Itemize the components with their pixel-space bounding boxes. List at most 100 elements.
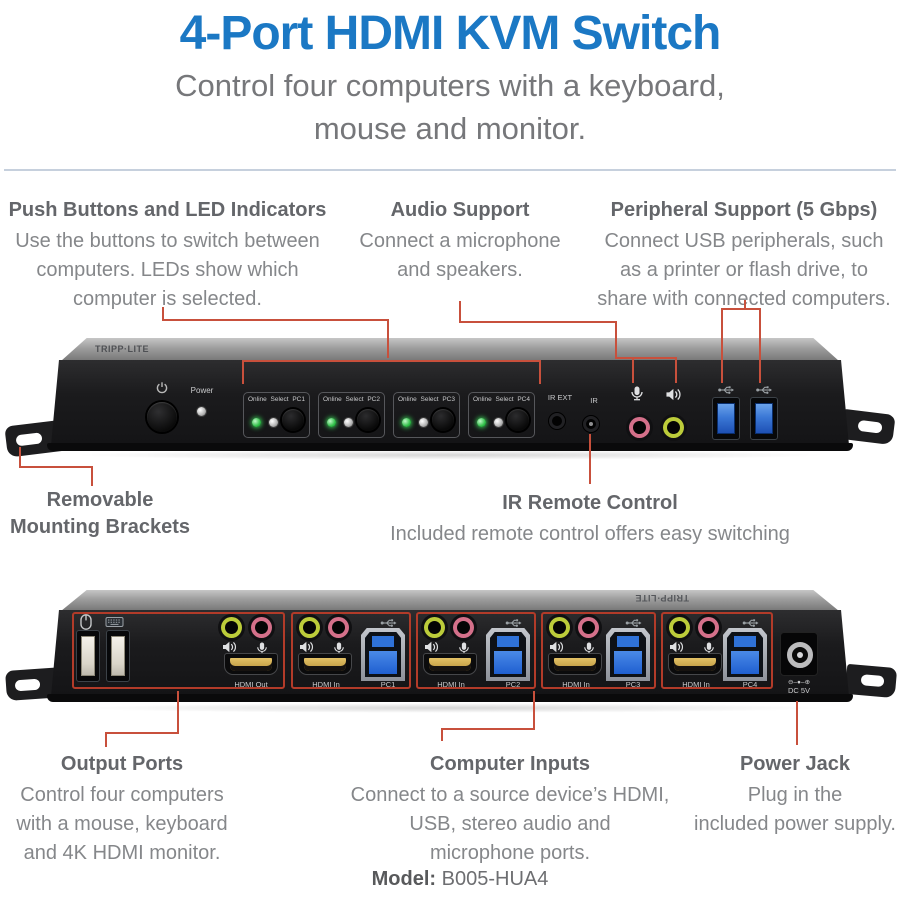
hdmi-in-port [298,653,352,675]
pc1-input-group: HDMI In PC1 [291,612,411,689]
pc2-label: PC2 [367,396,380,403]
hdmi-in-port [423,653,477,675]
subtitle-line-1: Control four computers with a keyboard, [175,68,725,103]
callout-heading: Removable [46,489,154,511]
usb-icon [717,385,735,395]
pc4-port-label: PC4 [742,680,758,689]
mic-icon [631,386,643,401]
callout-heading: Audio Support [390,199,530,221]
callout-text: Plug in the [747,784,843,806]
callout-text: Included remote control offers easy swit… [390,523,790,545]
pc4-input-group: HDMI In PC4 [661,612,773,689]
pc3-input-group: HDMI In PC3 [541,612,656,689]
callout-peripheral-support: Peripheral Support (5 Gbps) Connect USB … [586,196,900,314]
hdmi-out-label: HDMI Out [234,680,268,689]
microphone-jack [702,621,715,634]
hdmi-in-port [548,653,602,675]
speaker-icon [299,641,314,653]
front-device-shadow [70,450,830,460]
usb-icon [625,618,642,628]
brand-logo: TRIPP·LITE [95,344,149,354]
power-button [147,402,177,432]
microphone-out-jack [255,621,268,634]
callout-text: Connect a microphone [359,230,561,252]
pc3-select-button [432,409,454,431]
hdmi-in-label: HDMI In [312,680,340,689]
speaker-icon [549,641,564,653]
callout-heading: Push Buttons and LED Indicators [8,199,327,221]
callout-mounting-brackets: Removable Mounting Brackets [5,487,195,541]
hdmi-in-port [668,653,722,675]
pc1-port-label: PC1 [380,680,396,689]
page-subtitle: Control four computers with a keyboard, … [0,64,900,150]
callout-text: computers. LEDs show which [36,259,299,281]
pc3-label: PC3 [442,396,455,403]
usb-icon [505,618,522,628]
dc-polarity-symbol: ⊖–●–⊕ [787,679,811,686]
callout-heading: Power Jack [739,753,851,775]
device-top-face [61,590,839,611]
callout-text: and speakers. [397,259,523,281]
select-led [344,418,353,427]
online-label: Online [473,396,492,403]
dc-power-jack [780,632,818,676]
callout-text: and 4K HDMI monitor. [23,842,221,864]
speaker-jack [303,621,316,634]
speaker-icon [669,641,684,653]
callout-heading: Mounting Brackets [9,516,191,538]
power-led [197,407,206,416]
online-led [327,418,336,427]
usb-b-port [361,628,405,681]
usb-peripheral-port-1 [712,397,740,440]
header-divider [4,169,896,171]
usb-b-port [486,628,530,681]
callout-text: with a mouse, keyboard [16,813,228,835]
ir-label: IR [590,396,598,405]
callout-output-ports: Output Ports Control four computers with… [8,750,236,868]
pc2-port-label: PC2 [505,680,521,689]
select-label: Select [345,396,364,403]
speaker-icon [665,388,681,401]
select-label: Select [495,396,514,403]
device-bottom-edge [47,694,853,702]
callout-text: as a printer or flash drive, to [620,259,868,281]
pc3-port-label: PC3 [625,680,641,689]
keyboard-icon [105,617,124,627]
speaker-jack [673,621,686,634]
power-label: Power [190,386,214,395]
callout-text: Connect USB peripherals, such [604,230,884,252]
usb-icon [380,618,397,628]
page-title: 4-Port HDMI KVM Switch [179,7,722,60]
dc-voltage-label: DC 5V [787,686,811,695]
hdmi-out-port [224,653,278,675]
callout-ir-remote: IR Remote Control Included remote contro… [360,489,820,549]
select-led [494,418,503,427]
pc2-input-group: HDMI In PC2 [416,612,536,689]
online-label: Online [248,396,267,403]
mouse-icon [80,614,92,630]
pc4-label: PC4 [517,396,530,403]
callout-power-jack: Power Jack Plug in the included power su… [670,750,900,839]
model-label: Model: [371,868,437,890]
device-bottom-edge [47,443,853,451]
output-ports-highlight-box: HDMI Out [72,612,285,689]
usb-peripheral-port-2 [750,397,778,440]
callout-heading: Computer Inputs [430,753,590,775]
speaker-icon [222,641,237,653]
select-led [269,418,278,427]
callout-text: share with connected computers. [597,288,891,310]
pc4-select-button [507,409,529,431]
device-top-face [61,338,839,361]
select-label: Select [420,396,439,403]
subtitle-line-2: mouse and monitor. [313,111,587,146]
usb-icon [742,618,759,628]
pc1-label: PC1 [292,396,305,403]
speaker-jack [428,621,441,634]
model-value: B005-HUA4 [441,868,549,890]
pc1-select-button [282,409,304,431]
usb-keyboard-port [106,630,130,682]
